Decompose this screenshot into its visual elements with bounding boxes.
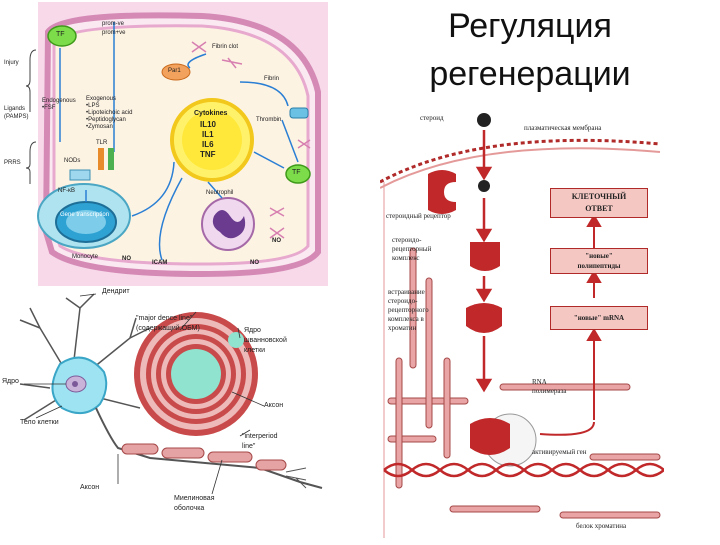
fibrin-label: Fibrin	[264, 76, 280, 82]
inflammation-diagram: TF Injury Ligands (PAMPS) PRRS Endogenou…	[2, 2, 328, 286]
no-label-3: NO	[250, 260, 259, 266]
neuron-graphic	[19, 293, 323, 495]
ligands-label: Ligands	[4, 106, 26, 112]
major-dense-line-label: "major dence line" (содержащий ОБМ)	[136, 315, 200, 332]
monocyte-label: Monocyte	[72, 254, 99, 260]
nucleus-label: Ядро	[2, 378, 19, 385]
complex-label: стероидо- рецепторный комплекс	[392, 236, 432, 262]
axon-bottom-label: Аксон	[80, 484, 100, 491]
tf-top-label: TF	[56, 31, 65, 38]
cell-response-box: КЛЕТОЧНЫЙ ОТВЕТ	[550, 188, 648, 218]
par1-label: Par1	[168, 68, 181, 74]
steroid-graphic	[379, 113, 665, 538]
cell-body-label: Тело клетки	[20, 419, 59, 426]
nods-label: NODs	[64, 158, 81, 164]
cytokine-1: IL10	[200, 120, 217, 129]
plasma-membrane-label: плазматическая мембрана	[524, 124, 602, 132]
integration-label: встраивание стероидо- рецепторного компл…	[388, 288, 429, 332]
active-gene-label: активируемый ген	[532, 448, 587, 456]
rna-polymerase-label: RNA полимераза	[532, 378, 567, 395]
no-label-2: NO	[272, 238, 281, 244]
icam-label: ICAM	[152, 260, 168, 266]
steroid-label: стероид	[420, 114, 444, 122]
page-title: Регуляция регенерации	[400, 2, 660, 98]
tf-right-label: TF	[292, 169, 301, 176]
cytokine-2: IL1	[202, 130, 214, 139]
interperiod-line-label: "interperiod line"	[242, 433, 278, 450]
inflammation-graphic	[2, 2, 328, 286]
fibrin-clot-label: Fibrin clot	[212, 44, 239, 50]
prrs-label: PRRS	[4, 160, 21, 166]
chromatin-protein-label: белок хроматина	[576, 522, 627, 530]
exogenous-label: Exogenous •LPS •Lipoteichoic acid •Pepti…	[86, 96, 133, 130]
title-line-1: Регуляция	[448, 7, 612, 45]
cytokines-title: Cytokines	[194, 110, 228, 117]
thrombin-label: Thrombin	[256, 117, 282, 123]
gene-transcription-label: Gene transcription	[60, 212, 110, 218]
nfkb-label: NF-κB	[58, 188, 75, 194]
myelin-cross-section	[134, 312, 258, 436]
cytokine-4: TNF	[200, 150, 216, 159]
axon-cross-label: Аксон	[264, 402, 284, 409]
prom-label: prom-ve prom+ve	[102, 21, 126, 36]
new-polypeptides-box: "новые" полипептиды	[550, 248, 648, 274]
cytokine-3: IL6	[202, 140, 214, 149]
myelin-sheath-label: Миелиновая оболочка	[174, 495, 215, 512]
new-mrna-box: "новые" mRNA	[550, 306, 648, 330]
dendrite-label: Дендрит	[102, 288, 130, 295]
cytokine-sun	[170, 98, 254, 182]
title-line-2: регенерации	[429, 55, 631, 93]
receptor-label: стероидный рецептор	[386, 212, 451, 220]
steroid-regulation-diagram: стероид плазматическая мембрана стероидн…	[379, 108, 665, 538]
injury-label: Injury	[4, 60, 19, 66]
tlr-label: TLR	[96, 140, 108, 146]
endogenous-label: Endogenous •FSF	[42, 98, 76, 111]
schwann-nucleus-label: Ядро шванновской клетки	[244, 327, 287, 354]
neuron-diagram: Дендрит Ядро Тело клетки Аксон Миелинова…	[0, 288, 330, 540]
no-label-1: NO	[122, 256, 131, 262]
neutrophil-label: Neutrophil	[206, 190, 234, 196]
pamps-label: (PAMPS)	[4, 114, 29, 120]
